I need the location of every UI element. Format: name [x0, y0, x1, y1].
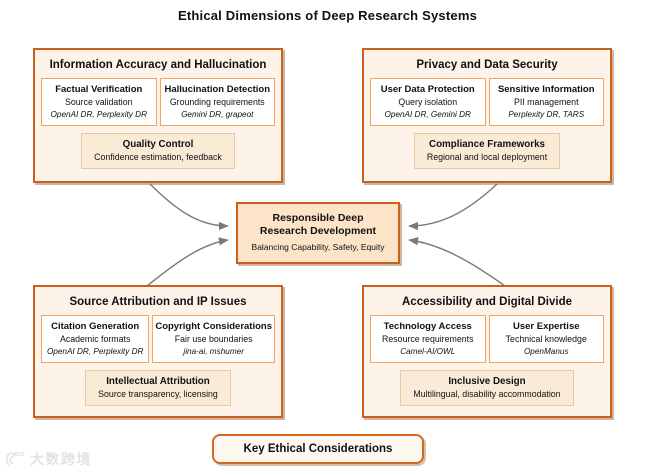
sub-box-copyright-considerations: Copyright Considerations Fair use bounda… — [152, 315, 275, 363]
wide-box-inclusive-design: Inclusive Design Multilingual, disabilit… — [400, 370, 574, 406]
sub-box-title: Sensitive Information — [497, 84, 595, 95]
sub-box-systems: OpenAI DR, Perplexity DR — [50, 110, 147, 119]
wide-box-quality-control: Quality Control Confidence estimation, f… — [81, 133, 235, 169]
arrow-from-privacy — [408, 183, 498, 231]
quadrant-heading: Accessibility and Digital Divide — [402, 296, 572, 308]
sub-box-technology-access: Technology Access Resource requirements … — [370, 315, 486, 363]
sub-box-systems: Perplexity DR, TARS — [508, 110, 585, 119]
watermark: 大数跨境 — [5, 449, 92, 469]
sub-box-citation-generation: Citation Generation Academic formats Ope… — [41, 315, 150, 363]
quadrant-privacy-security: Privacy and Data Security User Data Prot… — [362, 48, 612, 183]
sub-box-desc: Academic formats — [59, 334, 131, 344]
quadrant-source-attribution: Source Attribution and IP Issues Citatio… — [33, 285, 283, 418]
quadrant-information-accuracy: Information Accuracy and Hallucination F… — [33, 48, 283, 183]
center-node-title-line2: Research Development — [259, 225, 377, 237]
sub-box-title: Citation Generation — [51, 321, 140, 332]
sub-box-desc: Query isolation — [398, 97, 458, 107]
quadrant-heading: Privacy and Data Security — [416, 59, 558, 71]
sub-box-title: Factual Verification — [55, 84, 143, 95]
quadrant-heading: Source Attribution and IP Issues — [69, 296, 247, 308]
sub-box-row: Factual Verification Source validation O… — [41, 78, 275, 126]
wide-box-compliance-frameworks: Compliance Frameworks Regional and local… — [413, 133, 561, 169]
sub-box-systems: OpenAI DR, Perplexity DR — [46, 347, 144, 356]
wide-box-intellectual-attribution: Intellectual Attribution Source transpar… — [85, 370, 231, 406]
wide-box-title: Intellectual Attribution — [106, 376, 210, 387]
key-ethical-considerations-box: Key Ethical Considerations — [212, 434, 424, 464]
sub-box-row: Technology Access Resource requirements … — [370, 315, 604, 363]
sub-box-title: Technology Access — [383, 321, 472, 332]
sub-box-systems: Gemini DR, grapeot — [181, 110, 254, 119]
sub-box-desc: Source validation — [65, 97, 133, 107]
quadrant-accessibility-divide: Accessibility and Digital Divide Technol… — [362, 285, 612, 418]
sub-box-title: Copyright Considerations — [155, 321, 272, 332]
wide-box-title: Quality Control — [122, 139, 194, 150]
sub-box-desc: PII management — [513, 97, 579, 107]
watermark-text: 大数跨境 — [30, 451, 92, 467]
sub-box-user-data-protection: User Data Protection Query isolation Ope… — [370, 78, 486, 126]
wide-box-title: Compliance Frameworks — [429, 139, 545, 150]
wide-box-desc: Regional and local deployment — [426, 152, 548, 162]
diagram-title: Ethical Dimensions of Deep Research Syst… — [177, 8, 478, 23]
sub-box-title: User Expertise — [512, 321, 580, 332]
center-node-subtitle: Balancing Capability, Safety, Equity — [251, 242, 385, 252]
sub-box-title: User Data Protection — [380, 84, 475, 95]
sub-box-row: User Data Protection Query isolation Ope… — [370, 78, 604, 126]
sub-box-hallucination-detection: Hallucination Detection Grounding requir… — [159, 78, 275, 126]
sub-box-sensitive-information: Sensitive Information PII management Per… — [488, 78, 604, 126]
wide-box-title: Inclusive Design — [448, 376, 526, 387]
arrow-from-accessibility — [408, 237, 506, 287]
sub-box-factual-verification: Factual Verification Source validation O… — [41, 78, 157, 126]
sub-box-desc: Fair use boundaries — [174, 334, 253, 344]
watermark-logo-icon — [5, 451, 25, 466]
center-node-responsible-development: Responsible Deep Research Development Ba… — [236, 202, 400, 264]
arrow-from-info-accuracy — [149, 183, 229, 231]
wide-box-desc: Source transparency, licensing — [98, 389, 218, 399]
sub-box-systems: jina-ai, mshumer — [183, 347, 244, 356]
sub-box-title: Hallucination Detection — [164, 84, 271, 95]
arrow-from-source-attribution — [146, 237, 229, 287]
sub-box-user-expertise: User Expertise Technical knowledge OpenM… — [488, 315, 604, 363]
sub-box-systems: OpenManus — [523, 347, 569, 356]
sub-box-desc: Technical knowledge — [505, 334, 587, 344]
wide-box-desc: Confidence estimation, feedback — [94, 152, 222, 162]
sub-box-desc: Resource requirements — [382, 334, 474, 344]
sub-box-systems: Camel-AI/OWL — [400, 347, 456, 356]
sub-box-systems: OpenAI DR, Gemini DR — [384, 110, 471, 119]
wide-box-desc: Multilingual, disability accommodation — [413, 389, 561, 399]
center-node-title-line1: Responsible Deep — [272, 212, 364, 224]
sub-box-desc: Grounding requirements — [169, 97, 265, 107]
sub-box-row: Citation Generation Academic formats Ope… — [41, 315, 275, 363]
quadrant-heading: Information Accuracy and Hallucination — [49, 59, 267, 71]
